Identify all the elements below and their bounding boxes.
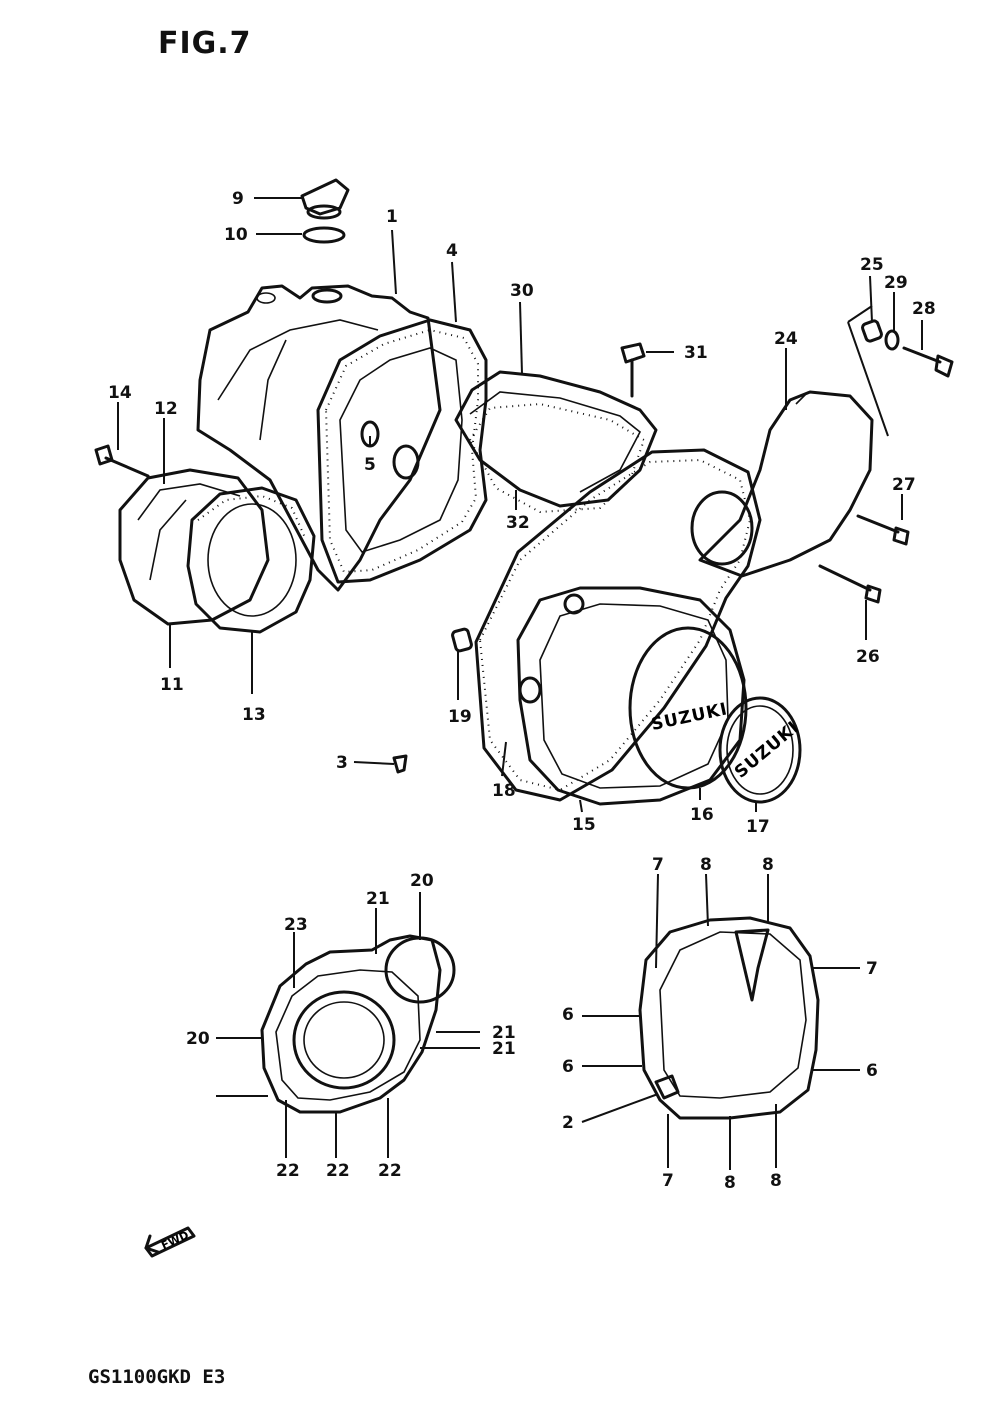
callout: 30 — [510, 281, 534, 301]
callout: 22 — [378, 1161, 402, 1181]
dowel-pin-19 — [451, 627, 473, 653]
callout: 1 — [386, 207, 398, 227]
callout: 7 — [662, 1171, 674, 1191]
callout: 2 — [562, 1113, 574, 1133]
callout: 26 — [856, 647, 880, 667]
callout: 8 — [762, 855, 774, 875]
callout: 21 — [366, 889, 390, 909]
crankcase-cover — [196, 284, 442, 592]
callout: 10 — [224, 225, 248, 245]
o-ring — [302, 226, 346, 244]
bracket-line — [847, 305, 889, 437]
callout-labels: 9 10 1 4 30 31 25 29 28 24 14 12 5 32 27… — [108, 189, 936, 1193]
spacer-25 — [861, 319, 883, 343]
callout: 23 — [284, 915, 308, 935]
screw-3 — [353, 754, 408, 774]
callout: 6 — [866, 1061, 878, 1081]
side-cover-gasket-outline — [474, 448, 762, 802]
cap-logo-text: SUZUKI — [649, 699, 729, 735]
washer-29 — [884, 329, 900, 351]
callout: 14 — [108, 383, 132, 403]
callout: 22 — [326, 1161, 350, 1181]
cover-gasket — [316, 318, 488, 584]
callout: 20 — [410, 871, 434, 891]
callout: 15 — [572, 815, 596, 835]
callout: 3 — [336, 753, 348, 773]
callout: 22 — [276, 1161, 300, 1181]
callout: 17 — [746, 817, 770, 837]
callout: 12 — [154, 399, 178, 419]
leader-lines — [117, 197, 923, 1170]
callout: 7 — [652, 855, 664, 875]
bolt-31 — [620, 342, 646, 398]
breather-gasket — [468, 402, 646, 514]
callout: 8 — [770, 1171, 782, 1191]
bolt-28 — [902, 346, 954, 378]
callout: 5 — [364, 455, 376, 475]
callout: 24 — [774, 329, 798, 349]
bolt-26 — [818, 564, 882, 604]
sprocket-cover — [690, 390, 874, 578]
callout: 31 — [684, 343, 708, 363]
gasket-ring-20 — [384, 936, 456, 1004]
model-code: GS1100GKD E3 — [88, 1366, 226, 1388]
callout: 11 — [160, 675, 184, 695]
fwd-label: FWD — [159, 1228, 191, 1252]
callout: 27 — [892, 475, 916, 495]
callout: 21 — [492, 1023, 516, 1043]
bolt-27 — [856, 514, 910, 546]
callout: 6 — [562, 1057, 574, 1077]
callout: 8 — [700, 855, 712, 875]
callout: 8 — [724, 1173, 736, 1193]
callout: 28 — [912, 299, 936, 319]
callout: 19 — [448, 707, 472, 727]
fwd-arrow-icon: FWD — [144, 1226, 196, 1258]
callout: 16 — [690, 805, 714, 825]
starter-cover-gasket — [186, 486, 316, 634]
callout: 21 — [492, 1039, 516, 1059]
callout: 9 — [232, 189, 244, 209]
callout: 6 — [562, 1005, 574, 1025]
clutch-cover-gasket — [638, 916, 820, 1120]
callout: 18 — [492, 781, 516, 801]
starter-cover — [94, 444, 270, 626]
callout: 4 — [446, 241, 458, 261]
starter-gasket-set — [216, 934, 456, 1114]
callout: 7 — [866, 959, 878, 979]
callout: 32 — [506, 513, 530, 533]
callout: 13 — [242, 705, 266, 725]
callout: 25 — [860, 255, 884, 275]
callout: 29 — [884, 273, 908, 293]
oil-filler-cap — [300, 178, 350, 220]
figure-title: FIG.7 — [158, 26, 252, 61]
breather-cover — [454, 370, 658, 508]
callout: 20 — [186, 1029, 210, 1049]
